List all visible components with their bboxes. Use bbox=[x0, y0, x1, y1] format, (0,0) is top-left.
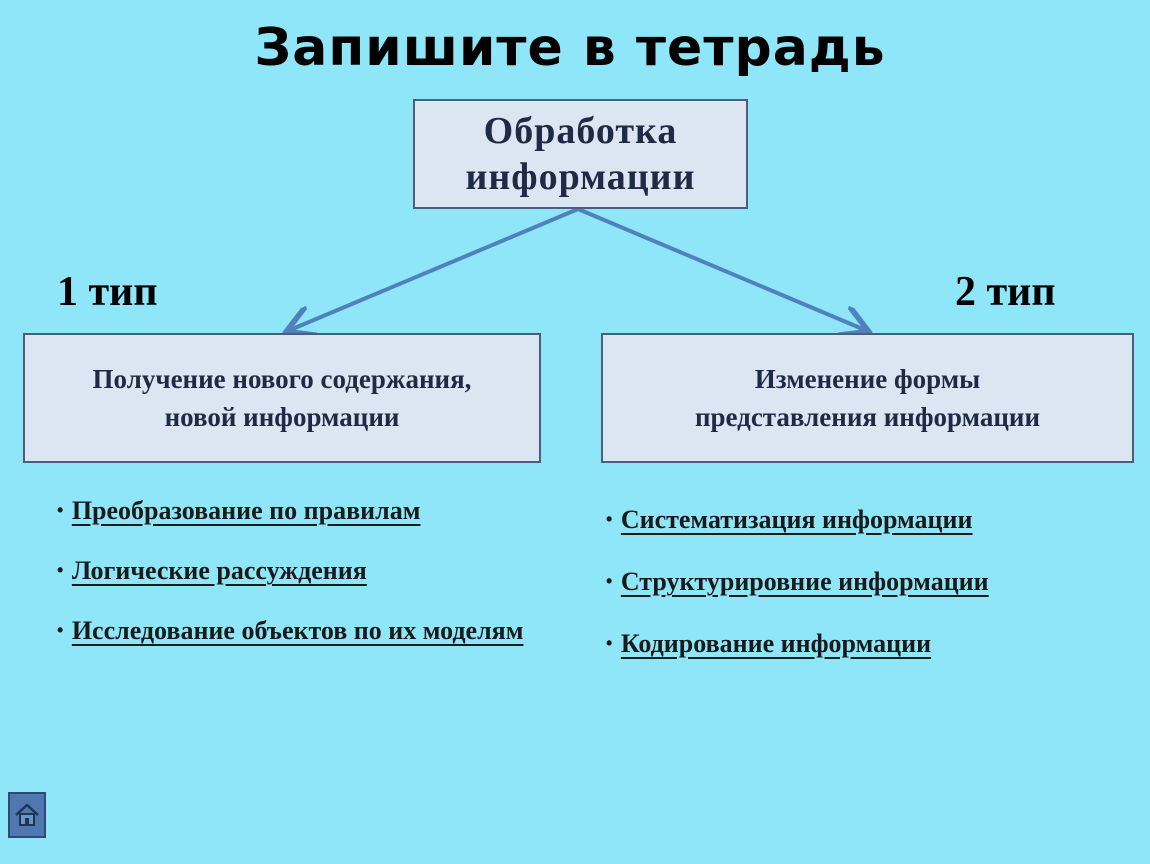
bullet-icon: • bbox=[57, 560, 64, 580]
type-2-node-line-1: Изменение формы bbox=[754, 364, 981, 394]
root-node-line-2: информации bbox=[465, 156, 696, 198]
type-1-node: Получение нового содержания, новой инфор… bbox=[23, 333, 541, 463]
slide-title: Запишите в тетрадь bbox=[254, 18, 886, 78]
list-item-text: Кодирование информации bbox=[620, 629, 932, 658]
list-item: • Исследование объектов по их моделям bbox=[57, 602, 527, 662]
bullet-icon: • bbox=[606, 633, 613, 653]
list-item: • Логические рассуждения bbox=[57, 542, 527, 602]
bullet-icon: • bbox=[606, 571, 613, 591]
list-item-text: Структурировние информации bbox=[620, 567, 989, 596]
type-1-node-line-1: Получение нового содержания, bbox=[92, 364, 472, 394]
type-2-label: 2 тип bbox=[955, 269, 1056, 315]
arrow-right bbox=[577, 207, 865, 330]
home-icon bbox=[15, 803, 39, 826]
type-1-label: 1 тип bbox=[57, 269, 158, 315]
list-item-text: Преобразование по правилам bbox=[71, 496, 421, 525]
bullet-icon: • bbox=[606, 509, 613, 529]
list-item: • Кодирование информации bbox=[606, 614, 1126, 676]
list-item: • Структурировние информации bbox=[606, 552, 1126, 614]
root-node-line-1: Обработка bbox=[483, 110, 678, 152]
type-1-node-line-2: новой информации bbox=[164, 402, 400, 432]
bullet-icon: • bbox=[57, 500, 64, 520]
home-button[interactable] bbox=[8, 792, 46, 838]
type-2-node-line-2: представления информации bbox=[694, 402, 1041, 432]
list-item-text: Систематизация информации bbox=[620, 505, 973, 534]
root-node: Обработка информации bbox=[413, 99, 748, 209]
list-item-text: Логические рассуждения bbox=[71, 556, 367, 585]
list-item: • Преобразование по правилам bbox=[57, 482, 527, 542]
bullet-icon: • bbox=[57, 620, 64, 640]
arrow-left bbox=[290, 207, 579, 330]
type-2-node: Изменение формы представления информации bbox=[601, 333, 1134, 463]
type-2-list: • Систематизация информации • Структурир… bbox=[606, 490, 1126, 676]
list-item-text: Исследование объектов по их моделям bbox=[71, 616, 524, 645]
list-item: • Систематизация информации bbox=[606, 490, 1126, 552]
type-1-list: • Преобразование по правилам • Логически… bbox=[57, 482, 527, 662]
